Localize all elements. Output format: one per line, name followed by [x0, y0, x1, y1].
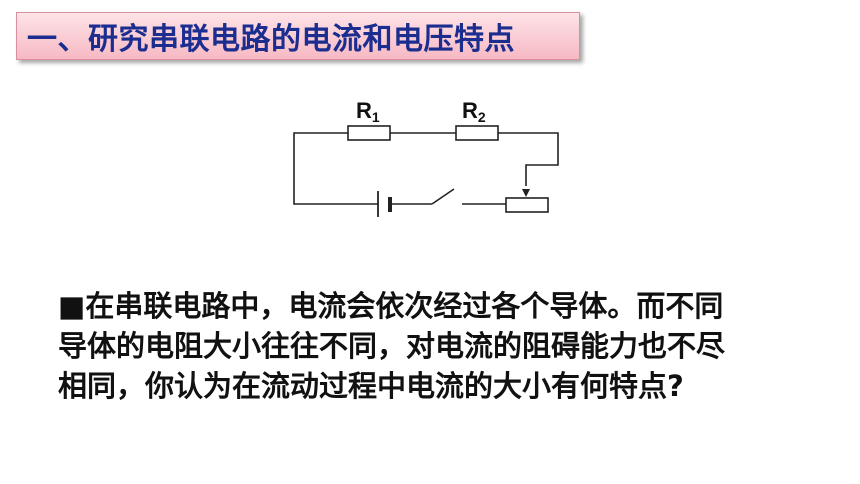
question-line-3: 相同，你认为在流动过程中电流的大小有何特点? — [58, 369, 684, 403]
question-line-2: 导体的电阻大小往往不同，对电流的阻碍能力也不尽 — [58, 329, 726, 363]
slide-title: 一、研究串联电路的电流和电压特点 — [27, 22, 515, 57]
slider-arrow — [522, 189, 530, 197]
resistor-r2 — [455, 125, 499, 141]
circuit-diagram: R1 R2 — [293, 98, 559, 217]
question-line-1: ■在串联电路中，电流会依次经过各个导体。而不同 — [58, 289, 724, 323]
slider-wire — [498, 132, 559, 186]
r2-label: R2 — [462, 98, 486, 125]
r1-label: R1 — [356, 98, 380, 125]
title-banner: 一、研究串联电路的电流和电压特点 — [16, 12, 580, 60]
resistor-r1 — [347, 125, 391, 141]
rheostat — [505, 197, 549, 213]
question-paragraph: ■在串联电路中，电流会依次经过各个导体。而不同 导体的电阻大小往往不同，对电流的… — [58, 286, 838, 406]
bullet-marker: ■ — [58, 289, 86, 323]
switch-blade — [431, 188, 455, 205]
left-wire — [293, 132, 378, 205]
circuit-wires — [293, 132, 559, 205]
